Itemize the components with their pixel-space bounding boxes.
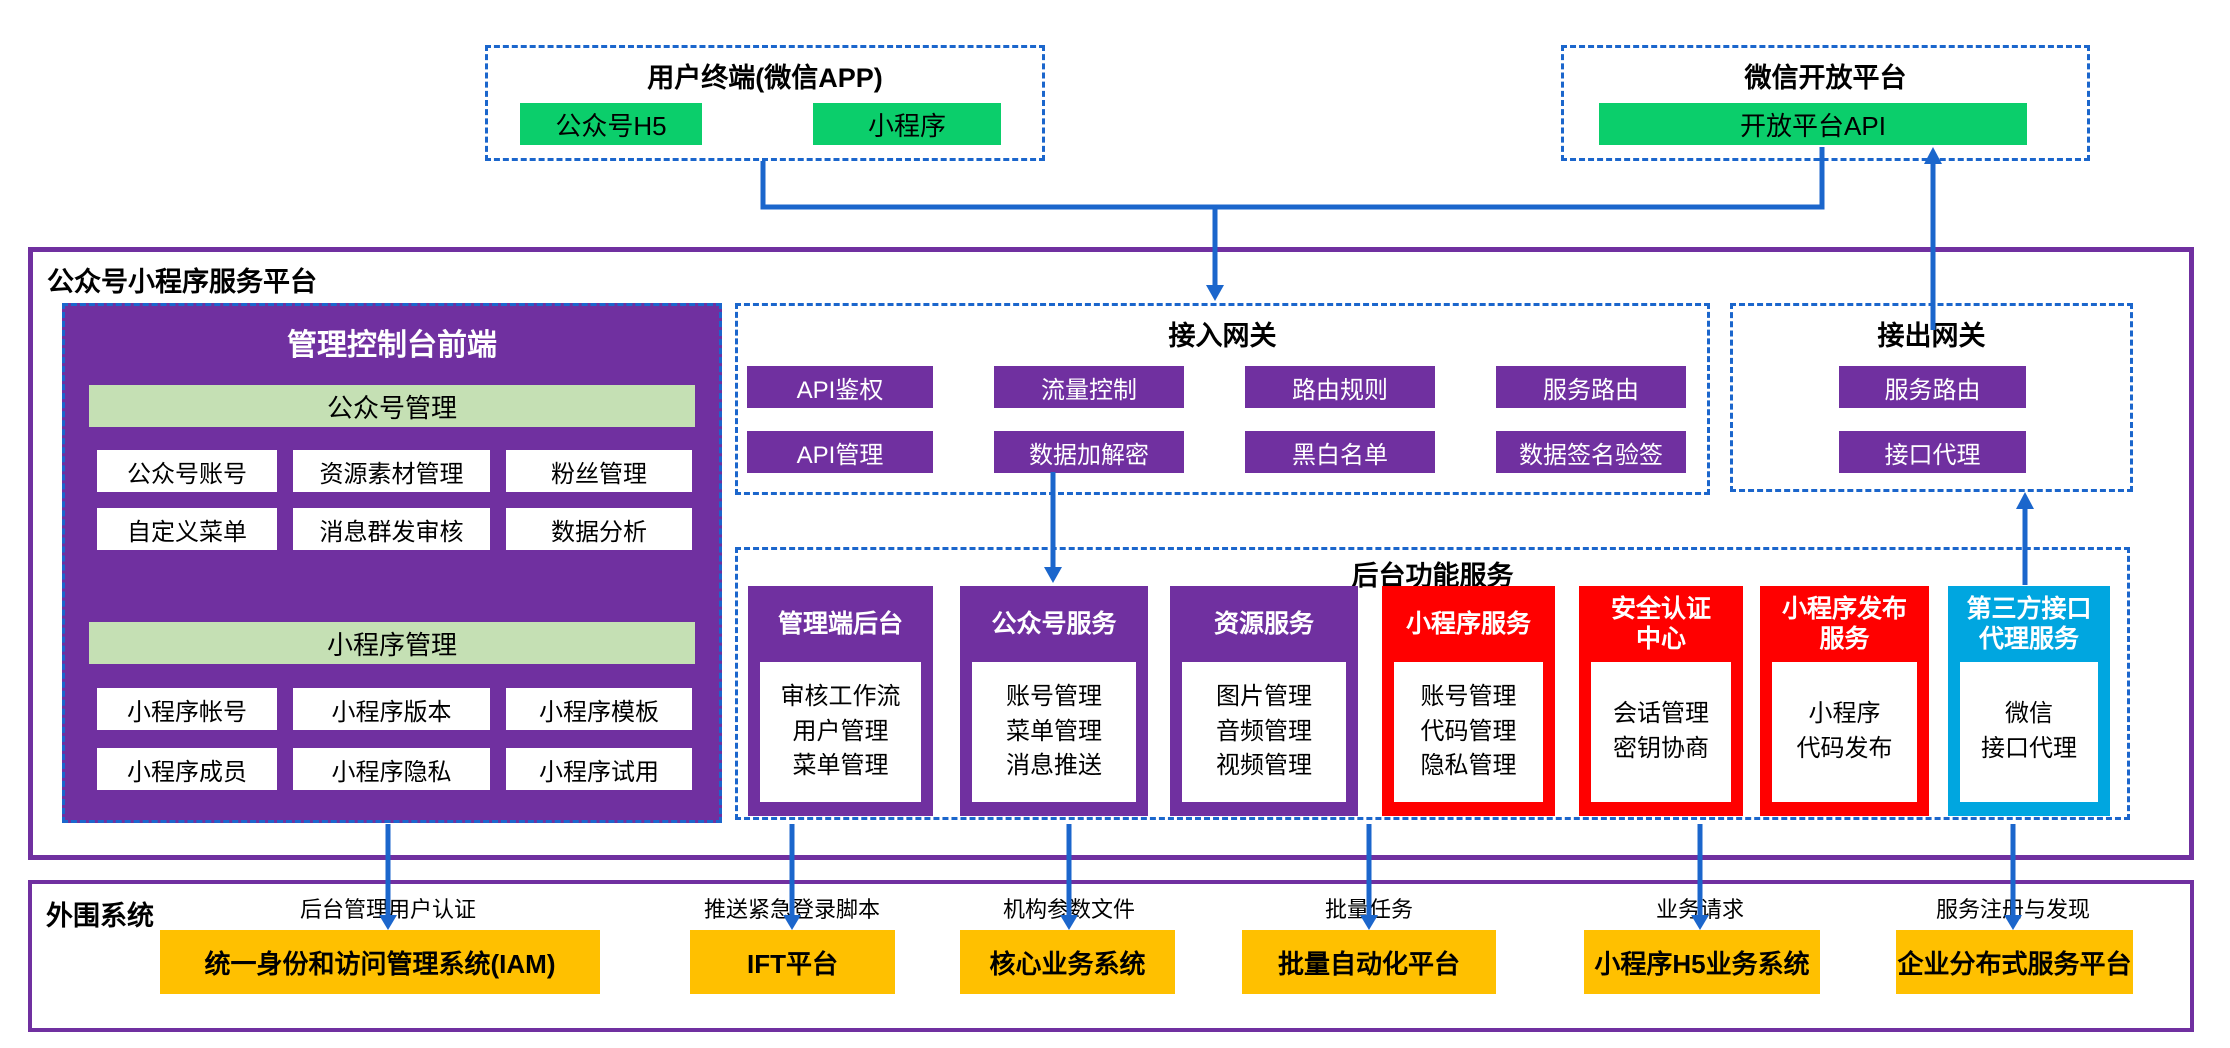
flow-label-iam: 后台管理用户认证 — [299, 897, 476, 922]
management-console-panel: 管理控制台前端 公众号管理 公众号账号 资源素材管理 粉丝管理 自定义菜单 消息… — [62, 303, 722, 823]
backend-services-box: 后台功能服务 管理端后台 审核工作流 用户管理 菜单管理 公众号服务 — [735, 547, 2130, 820]
service-column-items: 会话管理 密钥协商 — [1591, 662, 1731, 802]
gateway-chip: API管理 — [747, 431, 933, 473]
peripheral-systems-title: 外围系统 — [46, 901, 154, 931]
gateway-chip: API鉴权 — [747, 366, 933, 408]
wechat-open-platform-box: 微信开放平台 开放平台API — [1561, 45, 2090, 161]
console-cell: 粉丝管理 — [506, 450, 692, 492]
flow-label-batch: 批量任务 — [1324, 897, 1413, 922]
console-cell: 小程序版本 — [293, 688, 490, 730]
service-column-release: 小程序发布 服务 小程序 代码发布 — [1760, 586, 1929, 816]
service-column-title: 公众号服务 — [991, 609, 1117, 638]
ingress-gateway-title: 接入网关 — [1168, 321, 1277, 351]
service-column-resource: 资源服务 图片管理 音频管理 视频管理 — [1170, 586, 1358, 816]
gateway-chip: 接口代理 — [1839, 431, 2026, 473]
flow-label-core: 机构参数文件 — [1002, 897, 1135, 922]
console-cell: 自定义菜单 — [97, 508, 277, 550]
service-column-items: 图片管理 音频管理 视频管理 — [1182, 662, 1346, 802]
mini-program-chip: 小程序 — [813, 103, 1001, 145]
console-cell: 小程序隐私 — [293, 748, 490, 790]
service-column-items: 微信 接口代理 — [1960, 662, 2098, 802]
official-account-h5-chip: 公众号H5 — [520, 103, 702, 145]
system-ift: IFT平台 — [690, 930, 895, 994]
console-cell: 资源素材管理 — [293, 450, 490, 492]
system-h5-business: 小程序H5业务系统 — [1584, 930, 1820, 994]
ingress-gateway-box: 接入网关 API鉴权 流量控制 路由规则 服务路由 API管理 数据加解密 黑白… — [735, 303, 1710, 495]
service-column-items: 小程序 代码发布 — [1772, 662, 1917, 802]
flow-label-business: 业务请求 — [1655, 897, 1744, 922]
service-platform-frame: 公众号小程序服务平台 管理控制台前端 公众号管理 公众号账号 资源素材管理 粉丝… — [28, 247, 2194, 860]
system-iam: 统一身份和访问管理系统(IAM) — [160, 930, 600, 994]
service-column-items: 账号管理 菜单管理 消息推送 — [972, 662, 1136, 802]
service-column-title: 小程序发布 服务 — [1781, 594, 1907, 654]
gateway-chip: 数据加解密 — [994, 431, 1184, 473]
egress-gateway-title: 接出网关 — [1877, 321, 1986, 351]
console-cell: 数据分析 — [506, 508, 692, 550]
egress-gateway-box: 接出网关 服务路由 接口代理 — [1730, 303, 2133, 492]
official-account-mgmt-header: 公众号管理 — [89, 385, 695, 427]
service-column-admin-backend: 管理端后台 审核工作流 用户管理 菜单管理 — [748, 586, 933, 816]
service-column-security-auth: 安全认证 中心 会话管理 密钥协商 — [1579, 586, 1743, 816]
mini-program-mgmt-header: 小程序管理 — [89, 622, 695, 664]
gateway-chip: 路由规则 — [1245, 366, 1435, 408]
service-column-items: 账号管理 代码管理 隐私管理 — [1394, 662, 1543, 802]
flow-label-registry: 服务注册与发现 — [1935, 897, 2090, 922]
user-terminal-title: 用户终端(微信APP) — [647, 63, 883, 93]
gateway-chip: 服务路由 — [1839, 366, 2026, 408]
console-cell: 小程序模板 — [506, 688, 692, 730]
service-column-official-account: 公众号服务 账号管理 菜单管理 消息推送 — [960, 586, 1148, 816]
service-column-title: 安全认证 中心 — [1610, 594, 1711, 654]
peripheral-systems-frame: 外围系统 后台管理用户认证 推送紧急登录脚本 机构参数文件 批量任务 业务请求 … — [28, 880, 2194, 1032]
system-core-business: 核心业务系统 — [960, 930, 1175, 994]
service-column-mini-program: 小程序服务 账号管理 代码管理 隐私管理 — [1382, 586, 1555, 816]
console-cell: 小程序帐号 — [97, 688, 277, 730]
service-column-title: 第三方接口 代理服务 — [1966, 594, 2092, 654]
gateway-chip: 黑白名单 — [1245, 431, 1435, 473]
user-terminal-box: 用户终端(微信APP) 公众号H5 小程序 — [485, 45, 1045, 161]
service-column-title: 管理端后台 — [777, 609, 903, 638]
service-platform-title: 公众号小程序服务平台 — [47, 267, 317, 297]
console-cell: 小程序成员 — [97, 748, 277, 790]
wechat-open-platform-title: 微信开放平台 — [1744, 63, 1907, 93]
gateway-chip: 流量控制 — [994, 366, 1184, 408]
console-cell: 消息群发审核 — [293, 508, 490, 550]
service-column-third-party-proxy: 第三方接口 代理服务 微信 接口代理 — [1948, 586, 2110, 816]
management-console-title: 管理控制台前端 — [287, 329, 497, 362]
service-column-title: 小程序服务 — [1405, 609, 1531, 638]
system-batch-automation: 批量自动化平台 — [1242, 930, 1496, 994]
flow-label-ift: 推送紧急登录脚本 — [703, 897, 880, 922]
service-column-title: 资源服务 — [1213, 609, 1314, 638]
gateway-chip: 服务路由 — [1496, 366, 1686, 408]
system-distributed-service: 企业分布式服务平台 — [1896, 930, 2133, 994]
gateway-chip: 数据签名验签 — [1496, 431, 1686, 473]
open-platform-api-chip: 开放平台API — [1599, 103, 2027, 145]
service-column-items: 审核工作流 用户管理 菜单管理 — [760, 662, 921, 802]
console-cell: 公众号账号 — [97, 450, 277, 492]
console-cell: 小程序试用 — [506, 748, 692, 790]
